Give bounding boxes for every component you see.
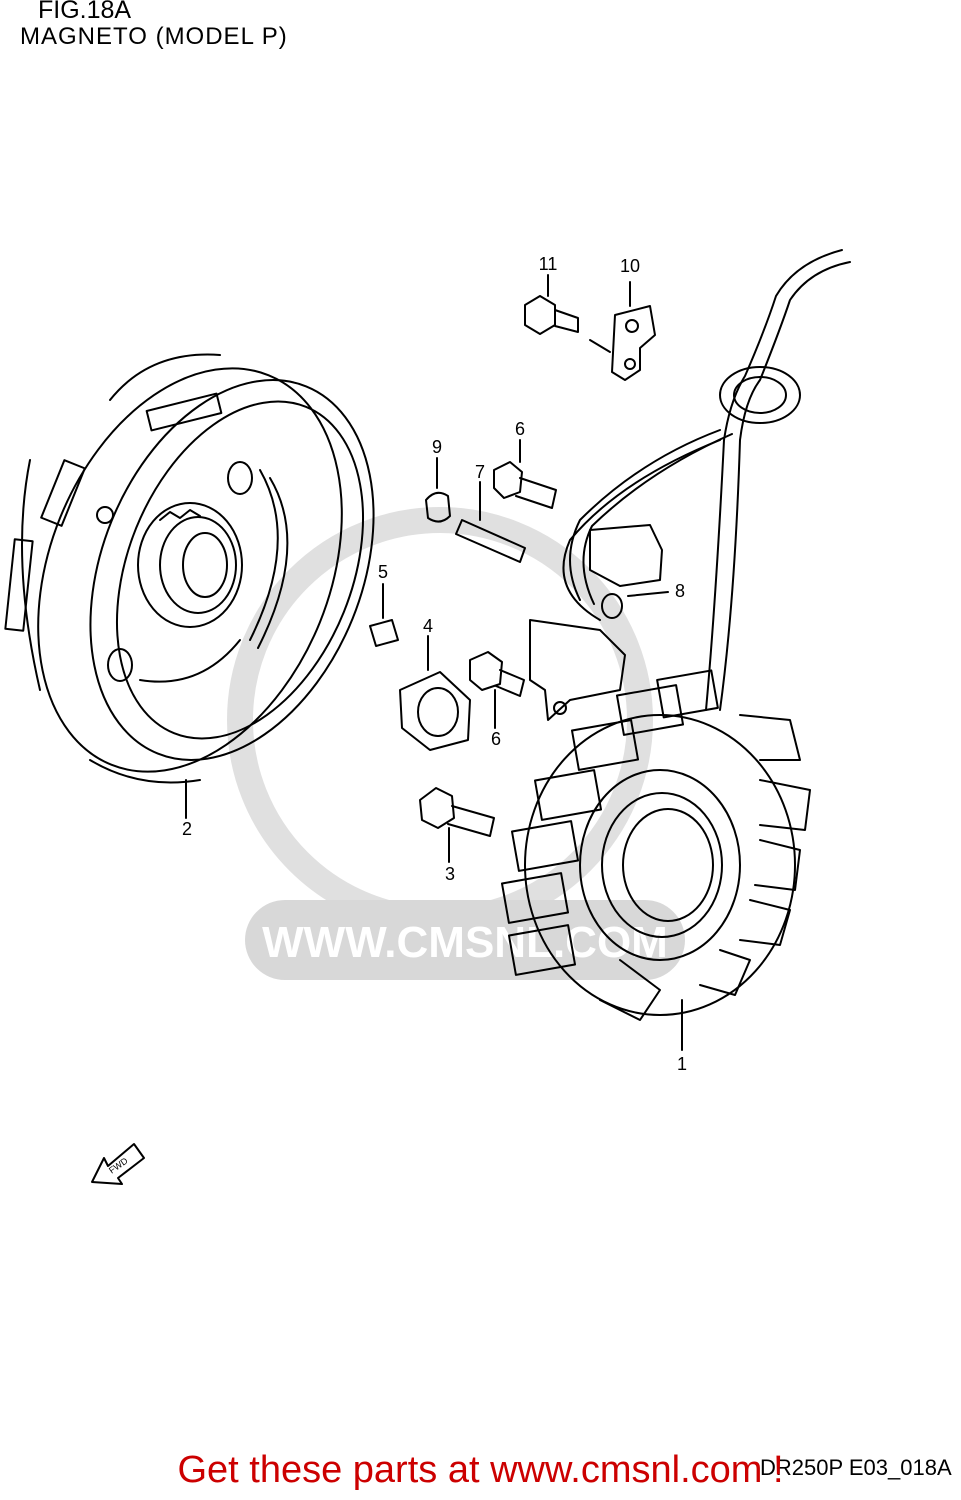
part-5-key — [369, 583, 399, 647]
fwd-arrow-icon — [91, 1143, 145, 1185]
drawing-code: DR250P E03_018A — [760, 1455, 952, 1480]
watermark-text: WWW.CMSNL.COM — [262, 918, 668, 967]
callout-3: 3 — [445, 864, 455, 884]
callout-9: 9 — [432, 437, 442, 457]
callout-6-lower: 6 — [491, 729, 501, 749]
part-3-bolt — [419, 787, 495, 863]
part-10-clamp — [589, 281, 656, 381]
part-6-bolt-lower — [469, 651, 525, 729]
part-9-collar — [425, 457, 451, 523]
callout-2: 2 — [182, 819, 192, 839]
part-4-nut — [399, 635, 471, 751]
callout-10: 10 — [620, 256, 640, 276]
figure-title: FIG.18A — [38, 0, 132, 24]
watermark-logo: WWW.CMSNL.COM — [227, 507, 685, 980]
part-11-bolt — [524, 274, 579, 335]
callout-5: 5 — [378, 562, 388, 582]
part-6-bolt-upper — [493, 439, 557, 509]
callout-6-upper: 6 — [515, 419, 525, 439]
wiring-harness — [562, 249, 851, 711]
promo-banner-link[interactable]: Get these parts at www.cmsnl.com ! — [177, 1449, 784, 1491]
callout-1: 1 — [677, 1054, 687, 1074]
part-8-pickup-coil — [529, 524, 669, 721]
figure-subtitle: MAGNETO (MODEL P) — [20, 23, 288, 50]
callout-4: 4 — [423, 616, 433, 636]
part-2-rotor — [4, 353, 375, 819]
callout-8: 8 — [675, 581, 685, 601]
callout-7: 7 — [475, 462, 485, 482]
part-7-stud — [455, 481, 526, 563]
part-1-stator — [500, 669, 811, 1051]
callout-11: 11 — [539, 254, 558, 274]
